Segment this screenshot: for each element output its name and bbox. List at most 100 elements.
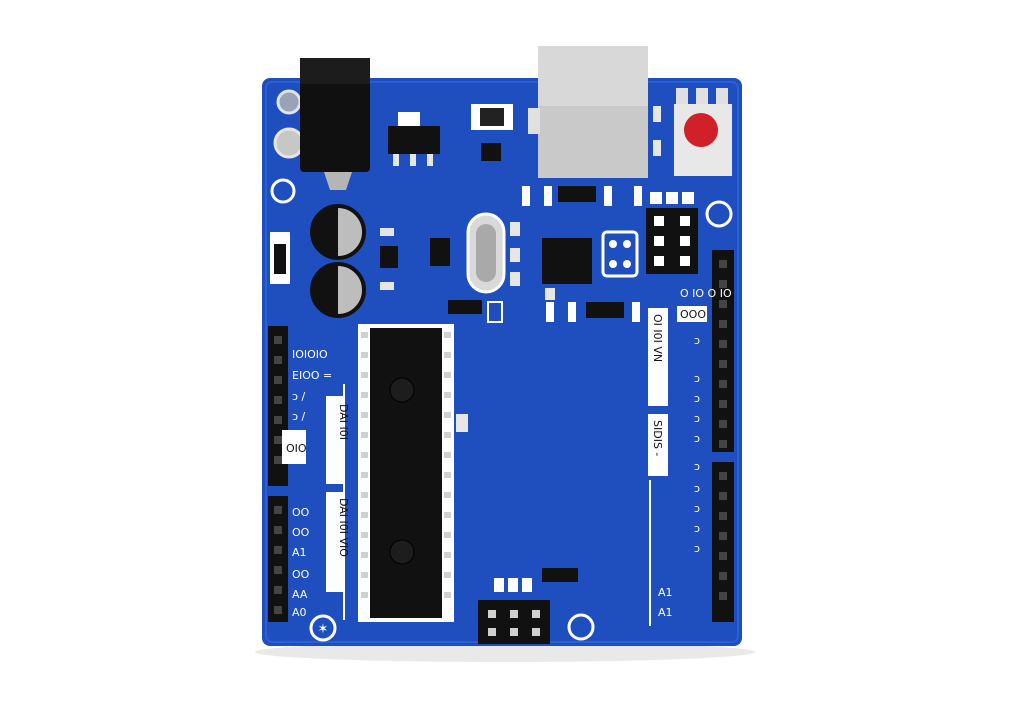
chip-marker <box>389 539 415 565</box>
smd-resistor <box>510 248 520 262</box>
smd-resistor <box>380 282 394 290</box>
smd-resistor <box>544 186 552 206</box>
silk-left: A1 <box>292 546 307 559</box>
smd-resistor <box>380 228 394 236</box>
jumper-pin <box>609 260 617 268</box>
soic-chip <box>586 302 624 318</box>
silk-right: A1 <box>658 586 673 599</box>
reset-leg <box>716 88 728 104</box>
smd-resistor <box>510 272 520 286</box>
smd-resistor <box>604 186 612 206</box>
regulator-pin <box>393 154 399 166</box>
reset-button[interactable] <box>684 113 718 147</box>
silkscreen-label-box <box>677 306 707 322</box>
right-silkscreen-text: ɔ ɔ ɔ ɔ ɔ ɔ ɔ ɔ ɔ ɔ A1 A1 <box>658 334 700 619</box>
silk-left: ɔ / <box>292 390 306 403</box>
reset-leg <box>696 88 708 104</box>
silk-right: ɔ <box>694 482 700 495</box>
jumper-pin <box>623 240 631 248</box>
capacitor-stripe <box>312 264 338 316</box>
silk-right: ɔ <box>694 502 700 515</box>
silk-vertical-left-1: DAI I0I <box>337 404 350 440</box>
silk-left: OIO <box>286 442 307 455</box>
smd-component-body <box>480 108 504 126</box>
microcontroller-chip <box>370 328 442 618</box>
smd-pad <box>487 301 503 323</box>
icsp-pin <box>680 236 690 246</box>
icsp-pin <box>654 216 664 226</box>
silk-right: ɔ <box>694 372 700 385</box>
soic-chip <box>542 568 578 582</box>
smd-resistor <box>634 186 642 206</box>
soic-chip <box>558 186 596 202</box>
smd-resistor <box>545 288 555 300</box>
left-silkscreen-text: IOIOIO EIOO = ɔ / ɔ / OIO OO OO A1 OO AA… <box>286 348 332 619</box>
mounting-hole <box>276 89 302 115</box>
silk-right: ɔ <box>694 542 700 555</box>
silk-right: ɔ <box>694 522 700 535</box>
usb-tab <box>528 108 540 134</box>
reset-leg <box>676 88 688 104</box>
left-header-analog[interactable] <box>268 496 288 622</box>
silkscreen-vertical-box <box>648 414 668 476</box>
silk-right: ɔ <box>694 392 700 405</box>
power-jack-pin <box>324 172 352 190</box>
mounting-hole <box>273 127 305 159</box>
icsp-pin <box>510 628 518 636</box>
smd-resistor <box>510 222 520 236</box>
transistor <box>481 143 501 161</box>
mounting-hole <box>309 614 337 642</box>
smd-resistor <box>632 302 640 322</box>
smd-resistor <box>568 302 576 322</box>
capacitor-stripe <box>312 206 338 258</box>
regulator-pin <box>427 154 433 166</box>
icsp-header-bottom <box>478 600 550 644</box>
usb-connector-top <box>538 46 648 106</box>
silk-left: A0 <box>292 606 307 619</box>
silkscreen-vertical-box <box>326 492 344 592</box>
jumper-pad <box>601 230 639 278</box>
chip-pins-left <box>361 332 368 598</box>
icsp-pin <box>532 610 540 618</box>
led <box>650 192 662 204</box>
silkscreen-vertical-box <box>326 396 344 484</box>
icsp-pin <box>680 256 690 266</box>
led <box>494 578 504 592</box>
smd-resistor <box>546 302 554 322</box>
silk-right-top: O IO O IO <box>680 287 732 300</box>
right-header-bottom[interactable] <box>712 462 734 622</box>
smd-chip <box>380 246 398 268</box>
icsp-pin <box>654 236 664 246</box>
logo-icon: ✶ <box>318 622 329 637</box>
mounting-hole <box>705 200 733 228</box>
icsp-pin <box>488 628 496 636</box>
chip-pins-right <box>444 332 451 598</box>
power-jack-top <box>300 58 370 84</box>
silk-right: ɔ <box>694 412 700 425</box>
smd-resistor <box>522 186 530 206</box>
voltage-regulator <box>388 126 440 154</box>
silk-right: ɔ <box>694 460 700 473</box>
regulator-pin <box>410 154 416 166</box>
right-header-pins <box>719 260 727 600</box>
jumper-pin <box>623 260 631 268</box>
led <box>666 192 678 204</box>
jumper-pin <box>609 240 617 248</box>
smd-component <box>653 106 661 122</box>
usb-controller-chip <box>542 238 592 284</box>
crystal-body <box>476 224 496 282</box>
icsp-header <box>646 208 698 274</box>
right-header-top[interactable] <box>712 250 734 452</box>
soic-chip <box>448 300 482 314</box>
power-jack <box>300 58 370 172</box>
icsp-pin <box>680 216 690 226</box>
smd-component <box>653 140 661 156</box>
silk-left: ɔ / <box>292 410 306 423</box>
silk-left: EIOO = <box>292 369 332 382</box>
silk-left: AA <box>292 588 308 601</box>
silk-left: IOIOIO <box>292 348 328 361</box>
silk-vertical-right-1: OI I0I VN <box>651 314 664 362</box>
left-header-pins <box>274 336 282 614</box>
